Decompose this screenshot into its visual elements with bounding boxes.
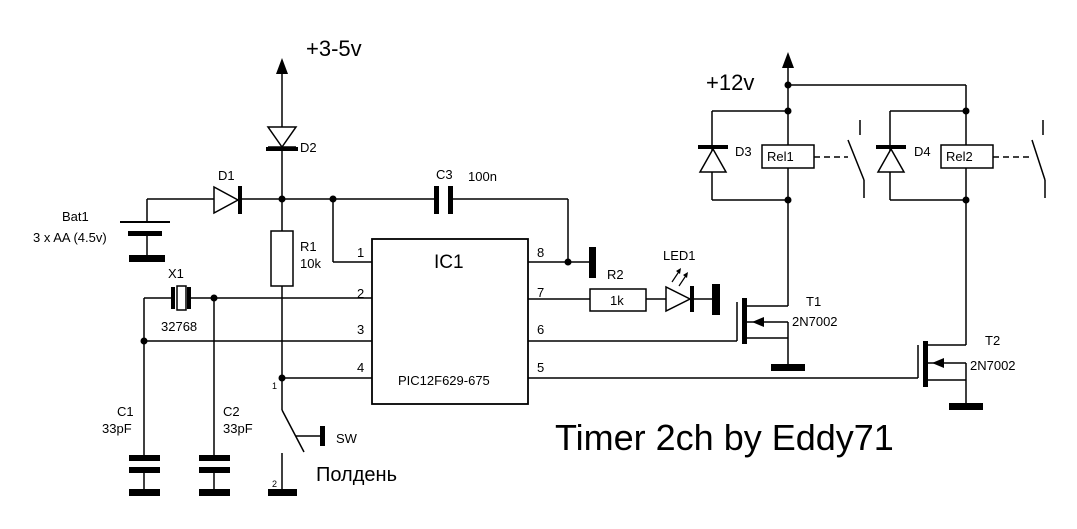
- ic-pin-5: 5: [537, 360, 544, 375]
- transistor-t1: T1 2N7002: [736, 294, 838, 371]
- r2-ref: R2: [607, 267, 624, 282]
- sw-pin1: 1: [272, 381, 277, 391]
- battery-value: 3 x AA (4.5v): [33, 230, 107, 245]
- vcc-arrow-icon: [276, 58, 288, 74]
- rel1-label: Rel1: [767, 149, 794, 164]
- relay-rel2: Rel2: [940, 120, 1046, 198]
- diode-d2: D2: [266, 126, 317, 155]
- capacitor-c2: C2 33pF: [199, 404, 253, 496]
- resistor-r2: 1k R2: [589, 267, 647, 312]
- battery-bat1: Bat1 3 x AA (4.5v): [33, 198, 214, 262]
- ic-pin-3: 3: [357, 322, 364, 337]
- c2-ref: C2: [223, 404, 240, 419]
- diagram-title: Timer 2ch by Eddy71: [555, 417, 894, 458]
- vcc-logic-label: +3-5v: [306, 36, 362, 61]
- sw-pin2: 2: [272, 479, 277, 489]
- rel2-label: Rel2: [946, 149, 973, 164]
- t1-part: 2N7002: [792, 314, 838, 329]
- c3-ref: C3: [436, 167, 453, 182]
- c1-ref: C1: [117, 404, 134, 419]
- x1-value: 32768: [161, 319, 197, 334]
- diode-d3: D3: [698, 110, 788, 201]
- ic-pin-2: 2: [357, 286, 364, 301]
- ic-pin-6: 6: [537, 322, 544, 337]
- ic-pin-7: 7: [537, 285, 544, 300]
- vcc12-arrow-icon: [782, 52, 794, 68]
- ic-pin-1: 1: [357, 245, 364, 260]
- relay-rel1: Rel1: [761, 120, 865, 198]
- t1-ref: T1: [806, 294, 821, 309]
- transistor-t2: T2 2N7002: [917, 333, 1016, 410]
- led-led1: LED1: [663, 248, 720, 315]
- r1-ref: R1: [300, 239, 317, 254]
- diode-d4: D4: [876, 110, 966, 201]
- resistor-r1: R1 10k: [270, 230, 321, 287]
- vcc-relay-rail: +12v: [706, 52, 970, 345]
- ic-ref: IC1: [434, 252, 464, 273]
- crystal-x1: X1 32768: [161, 266, 197, 334]
- ic-part: PIC12F629-675: [398, 373, 490, 388]
- vcc-relay-label: +12v: [706, 70, 754, 95]
- switch-sw: 1 2 SW Полдень: [268, 381, 397, 496]
- diode-d1: D1: [213, 168, 568, 215]
- ic-pin-4: 4: [357, 360, 364, 375]
- d4-label: D4: [914, 144, 931, 159]
- c1-value: 33pF: [102, 421, 132, 436]
- battery-ref: Bat1: [62, 209, 89, 224]
- c2-value: 33pF: [223, 421, 253, 436]
- d1-label: D1: [218, 168, 235, 183]
- ic-pin-8: 8: [537, 245, 544, 260]
- r2-value: 1k: [610, 293, 624, 308]
- capacitor-c1: C1 33pF: [102, 404, 160, 496]
- t2-part: 2N7002: [970, 358, 1016, 373]
- vcc-logic-rail: +3-5v: [276, 36, 362, 386]
- sw-ref: SW: [336, 431, 358, 446]
- t2-ref: T2: [985, 333, 1000, 348]
- ic1: IC1 PIC12F629-675 1 2 3 4 5 6 7 8: [357, 238, 544, 405]
- sw-label: Полдень: [316, 464, 397, 486]
- r1-value: 10k: [300, 256, 321, 271]
- c3-value: 100n: [468, 169, 497, 184]
- d2-label: D2: [300, 140, 317, 155]
- x1-ref: X1: [168, 266, 184, 281]
- ground-bar-pin8: [589, 247, 596, 278]
- d3-label: D3: [735, 144, 752, 159]
- capacitor-c3: C3 100n: [434, 167, 497, 215]
- led-ref: LED1: [663, 248, 696, 263]
